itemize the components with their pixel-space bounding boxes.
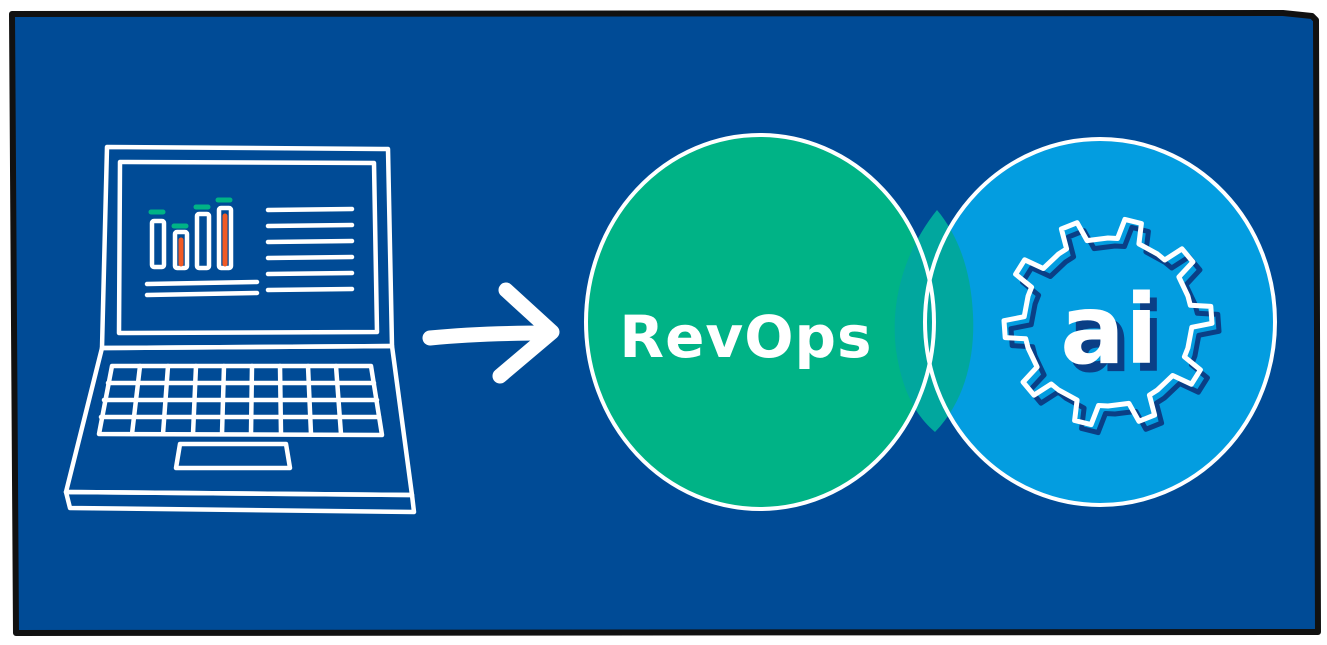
ai-label-shadow: ai — [1067, 282, 1165, 394]
ai-label: ai — [1060, 274, 1158, 386]
ai-circle — [925, 139, 1275, 505]
screen-bar-accents — [148, 197, 233, 267]
venn-diagram — [584, 133, 1277, 511]
revops-label: RevOps — [619, 303, 872, 371]
panel-border — [9, 10, 1321, 636]
revops-circle — [586, 135, 934, 509]
laptop-icon — [63, 144, 417, 515]
arrow-right-icon — [422, 282, 560, 384]
screen-text-lines — [265, 206, 355, 293]
gear-icon — [1001, 216, 1222, 436]
gear-outline — [1001, 216, 1215, 428]
screen-bar-chart — [144, 205, 260, 298]
